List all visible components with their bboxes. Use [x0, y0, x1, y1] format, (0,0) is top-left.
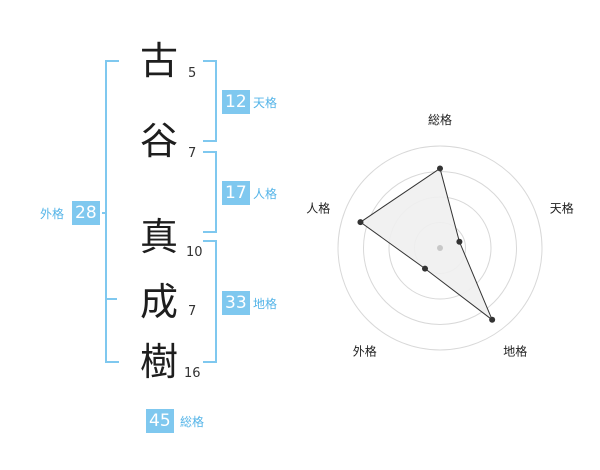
name-char-1: 古: [139, 39, 178, 83]
radar-center-dot: [437, 245, 443, 251]
jinkaku-score: 17: [222, 181, 250, 205]
stroke-count-2: 7: [188, 146, 197, 161]
radar-point-4: [422, 265, 429, 272]
radar-ring-4: [337, 145, 543, 351]
soukaku-label: 総格: [180, 415, 205, 429]
gaikaku-connector: [102, 212, 106, 214]
radar-axis-label-4: 外格: [353, 344, 377, 359]
gaikaku-label: 外格: [40, 207, 65, 221]
name-char-4: 成: [139, 280, 178, 324]
radar-point-2: [456, 238, 463, 245]
radar-axis-label-3: 地格: [503, 344, 527, 359]
radar-polygon: [359, 167, 494, 322]
chikaku-label: 地格: [253, 297, 278, 311]
outer-bracket-mid-tick: [105, 298, 117, 300]
radar-axis-label-2: 天格: [550, 200, 574, 215]
tenkaku-score: 12: [222, 90, 250, 114]
radar-axis-label-5: 人格: [306, 200, 330, 215]
soukaku-score: 45: [146, 409, 174, 433]
tenkaku-bracket: [203, 60, 217, 142]
name-char-2: 谷: [139, 119, 178, 163]
jinkaku-label: 人格: [253, 187, 278, 201]
radar-point-5: [357, 219, 364, 226]
chikaku-bracket: [203, 240, 217, 363]
stroke-count-5: 16: [184, 366, 201, 381]
radar-axis-label-1: 総格: [428, 112, 452, 127]
radar-point-1: [437, 165, 443, 172]
stroke-count-1: 5: [188, 66, 197, 81]
name-char-5: 樹: [139, 340, 178, 384]
name-char-3: 真: [139, 215, 178, 259]
radar-point-3: [489, 316, 496, 323]
chikaku-score: 33: [222, 291, 250, 315]
jinkaku-bracket: [203, 151, 217, 233]
stroke-count-4: 7: [188, 304, 197, 319]
gaikaku-score: 28: [72, 201, 100, 225]
tenkaku-label: 天格: [253, 96, 278, 110]
stroke-count-3: 10: [186, 245, 203, 260]
outer-bracket: [105, 60, 119, 363]
